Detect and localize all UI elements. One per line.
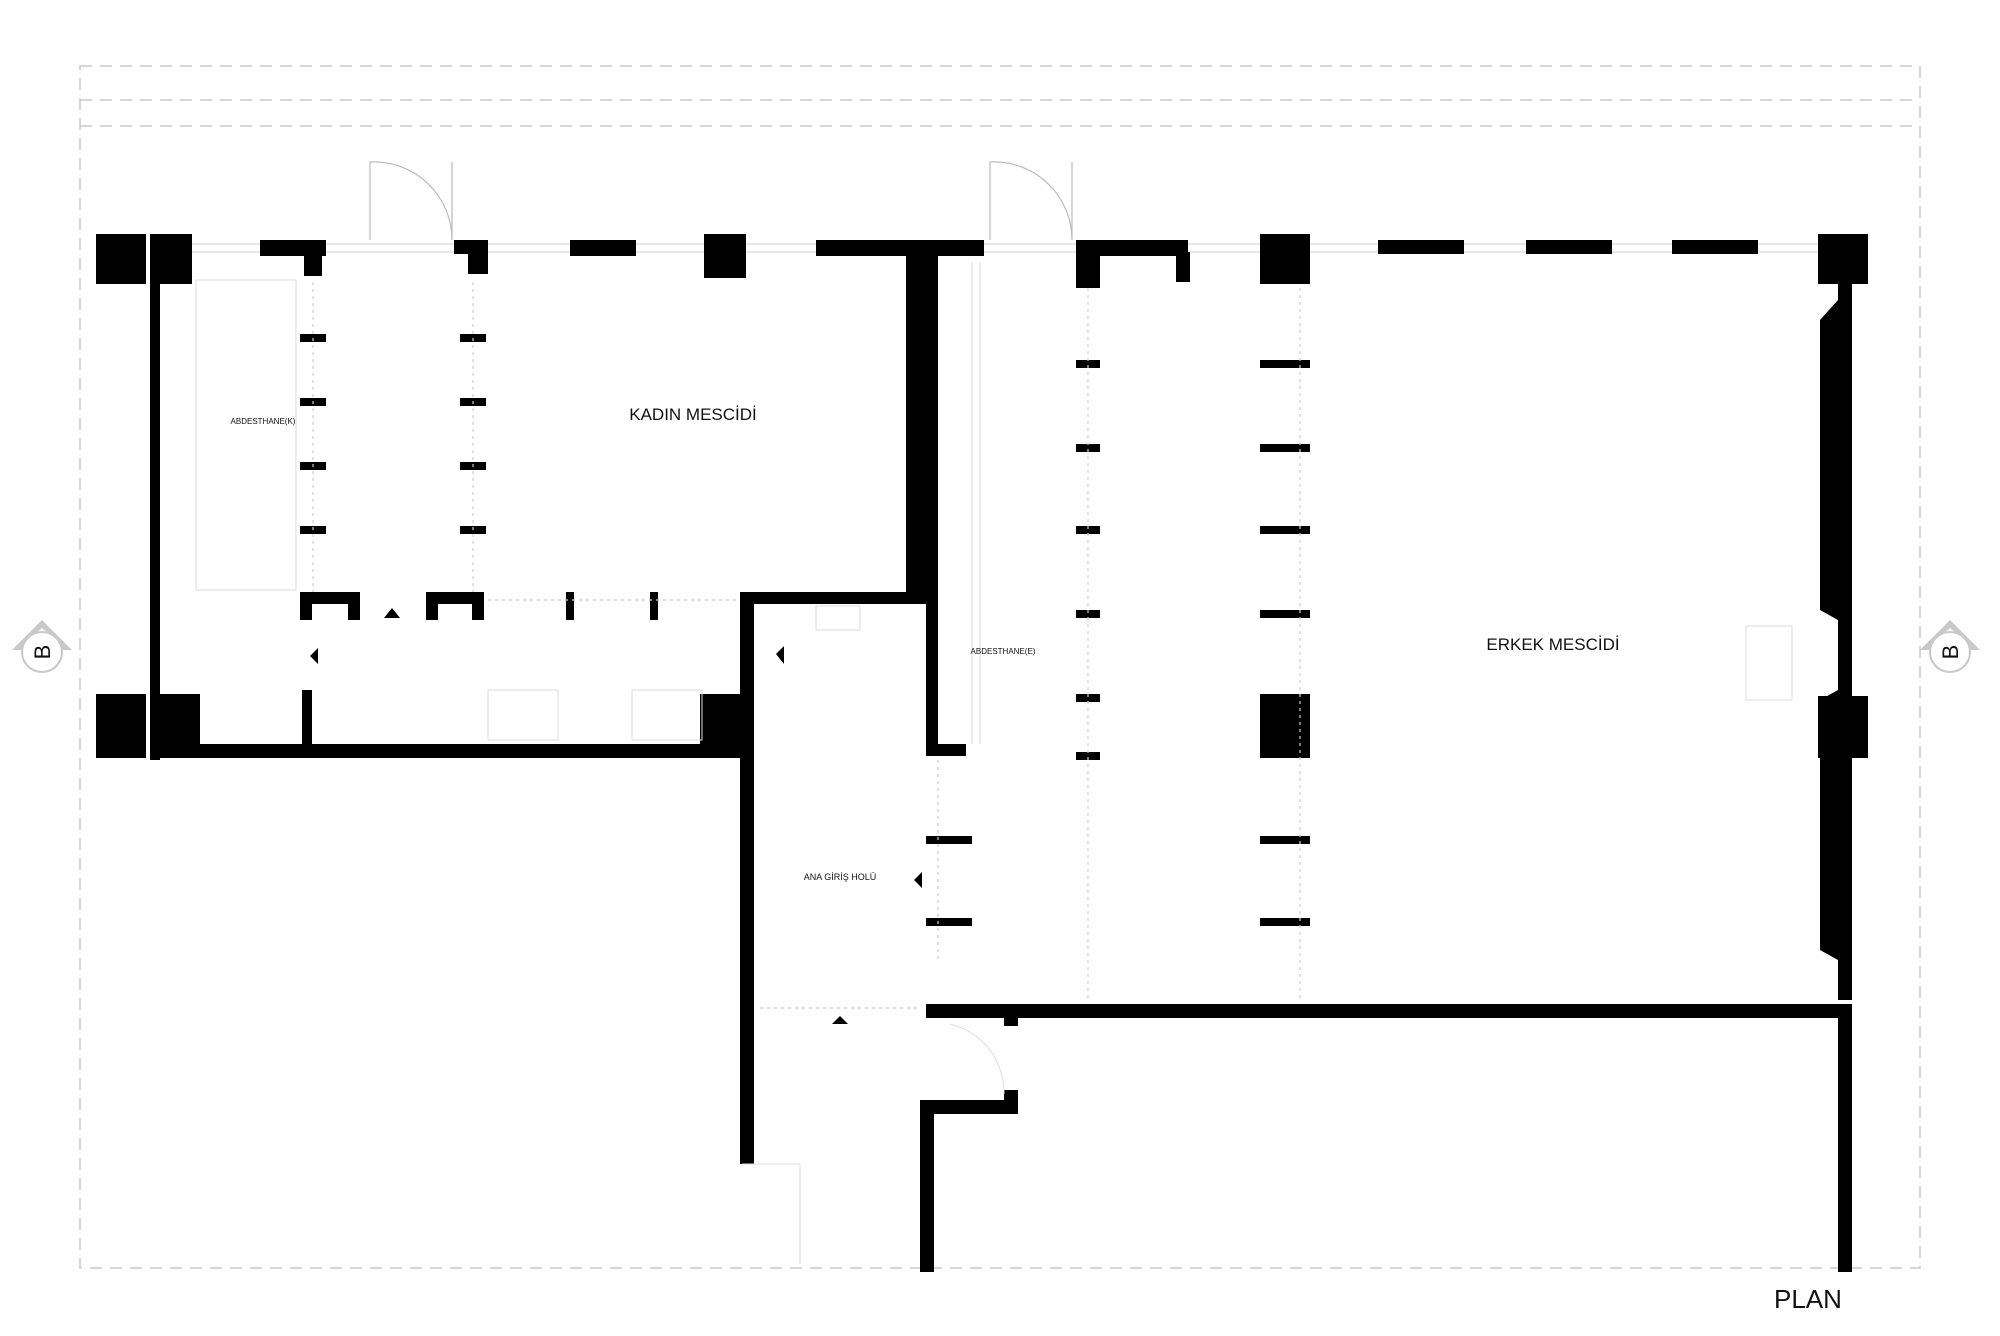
men-hall-columns	[926, 360, 1310, 926]
north-door-swings	[369, 161, 1073, 241]
walls	[96, 240, 1868, 1272]
room-label-abdesthane-k: ABDESTHANE(K)	[231, 417, 296, 426]
room-label-kadin-mescidi: KADIN MESCİDİ	[629, 405, 757, 424]
north-facade-piers	[96, 234, 1868, 284]
room-label-abdesthane-e: ABDESTHANE(E)	[971, 647, 1036, 656]
direction-arrows	[310, 608, 922, 1024]
room-label-ana-giris-holu: ANA GİRİŞ HOLÜ	[804, 872, 877, 882]
women-hall-columns	[300, 334, 486, 534]
drawing-title: PLAN	[1774, 1284, 1842, 1314]
room-label-erkek-mescidi: ERKEK MESCİDİ	[1486, 635, 1619, 654]
section-marker-right-label: B	[1938, 645, 1963, 660]
drawing-boundary	[79, 65, 1921, 1269]
section-marker-left-label: B	[30, 645, 55, 660]
section-marker-right: B	[1920, 620, 1980, 673]
section-marker-left: B	[12, 620, 72, 673]
interior-details	[195, 262, 1793, 1264]
grid-guides	[312, 282, 1301, 1009]
